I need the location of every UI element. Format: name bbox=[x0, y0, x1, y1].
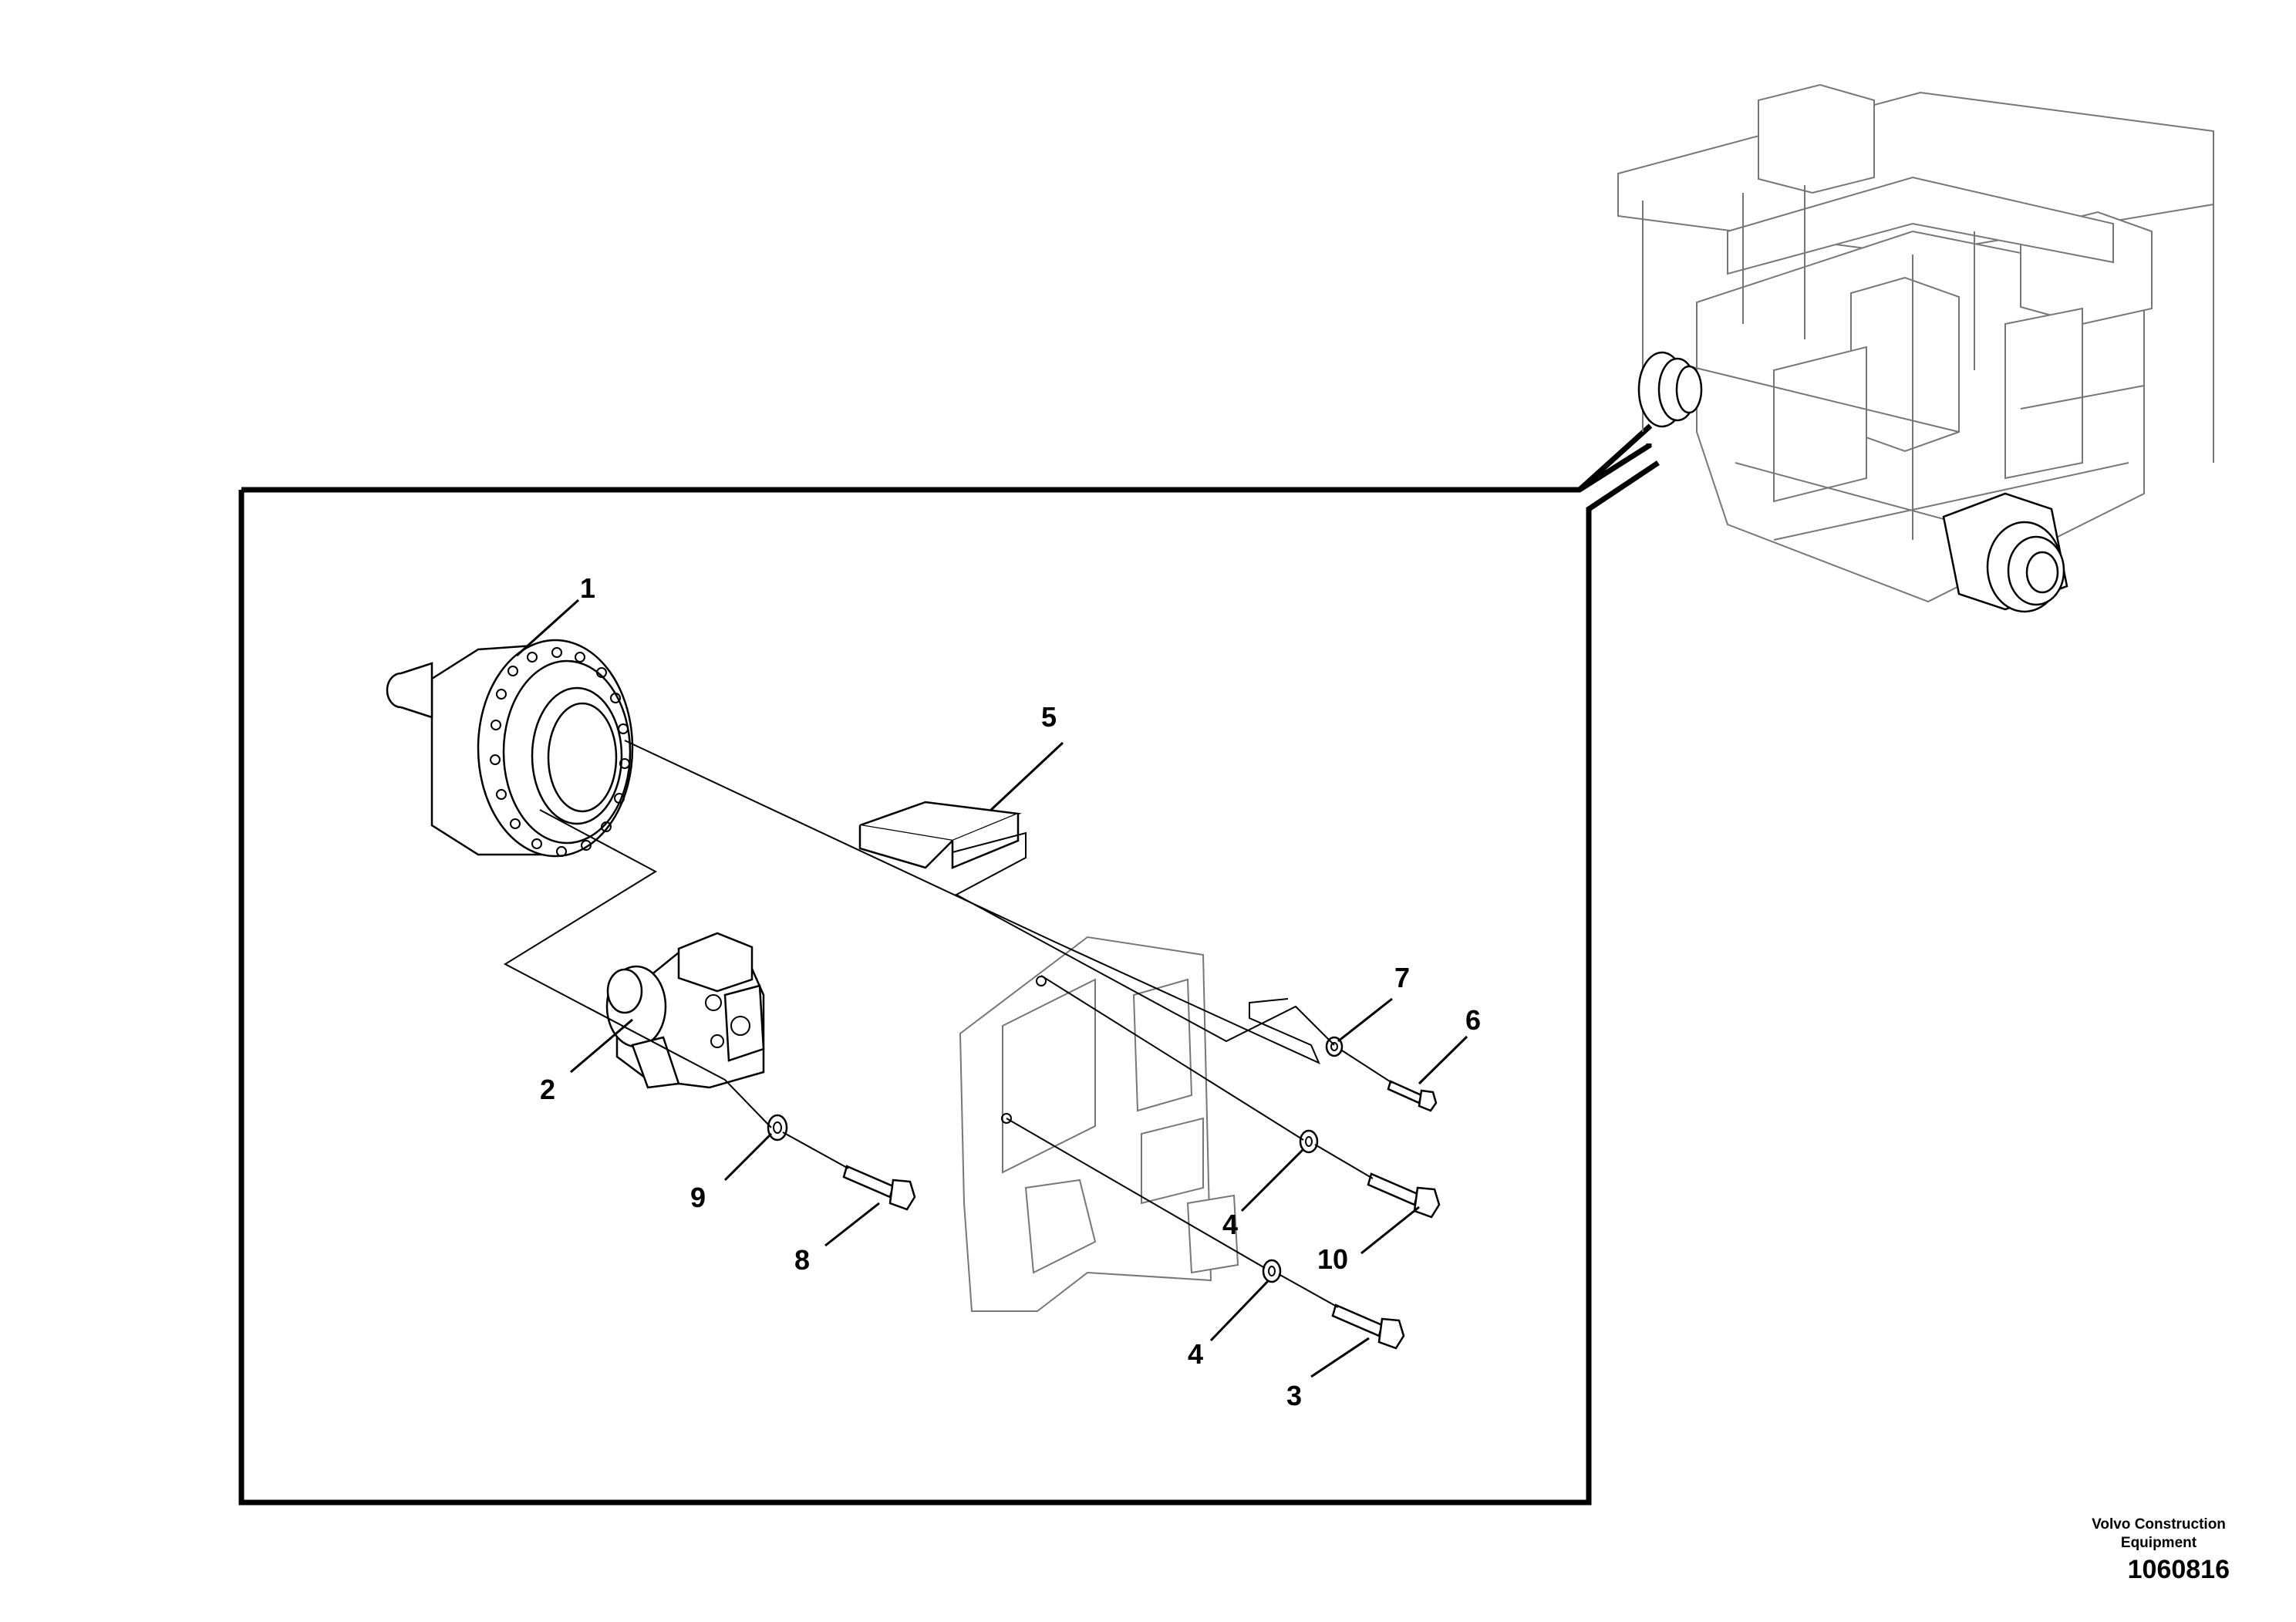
assembly-lines bbox=[503, 740, 1393, 1308]
leader-lines bbox=[515, 599, 1468, 1378]
cover-plate-part-5 bbox=[858, 801, 1022, 869]
callout-6: 6 bbox=[1465, 1004, 1481, 1036]
callout-10: 10 bbox=[1317, 1243, 1348, 1275]
callout-1: 1 bbox=[580, 572, 595, 604]
callout-9: 9 bbox=[690, 1182, 706, 1213]
washer-4-lower bbox=[1262, 1259, 1282, 1283]
callout-2: 2 bbox=[540, 1074, 555, 1105]
washer-9 bbox=[767, 1114, 788, 1141]
callout-7: 7 bbox=[1394, 962, 1410, 993]
bolt-circle bbox=[490, 647, 630, 857]
washer-4-upper bbox=[1299, 1129, 1319, 1154]
detail-frame bbox=[238, 423, 1660, 1506]
bolt-6 bbox=[1387, 1080, 1438, 1112]
brand-name-line2: Equipment bbox=[2120, 1535, 2197, 1551]
brand-name-line1: Volvo Construction bbox=[2092, 1516, 2226, 1533]
callout-4-upper: 4 bbox=[1222, 1209, 1238, 1240]
bolt-10 bbox=[1367, 1172, 1441, 1219]
callout-5: 5 bbox=[1041, 701, 1057, 733]
frame-bracket bbox=[959, 936, 1239, 1312]
callout-3: 3 bbox=[1286, 1380, 1302, 1411]
final-drive-part-1 bbox=[386, 639, 634, 858]
callout-4-lower: 4 bbox=[1188, 1338, 1203, 1370]
bolts bbox=[842, 1080, 1441, 1350]
hydraulic-motor-part-2 bbox=[605, 932, 765, 1089]
callout-labels: 1 2 3 4 4 5 6 7 8 9 10 bbox=[540, 572, 1481, 1411]
bolt-8 bbox=[842, 1165, 916, 1211]
drawing-number: 1060816 bbox=[2127, 1555, 2230, 1584]
callout-8: 8 bbox=[794, 1244, 810, 1276]
chassis-overview-illustration bbox=[1617, 83, 2214, 613]
bolt-3 bbox=[1331, 1303, 1405, 1350]
washers bbox=[767, 1036, 1344, 1283]
